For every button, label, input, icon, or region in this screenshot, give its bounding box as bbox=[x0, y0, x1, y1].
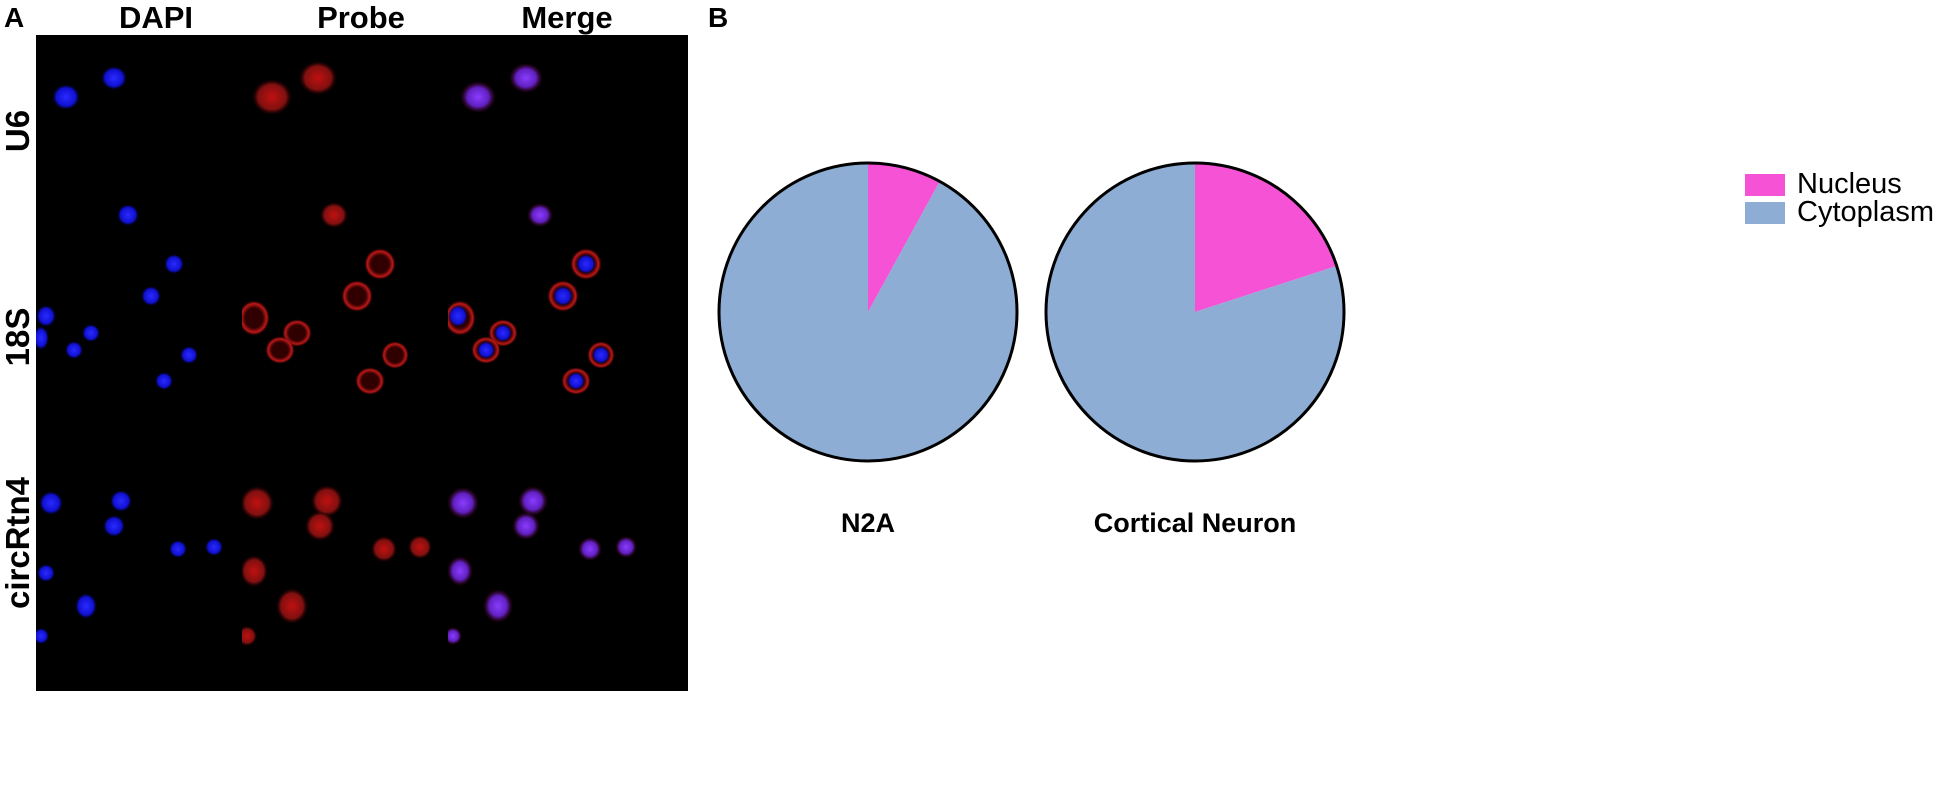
panel-a-letter: A bbox=[4, 2, 25, 33]
pie-slice-nucleus-1 bbox=[1195, 163, 1337, 312]
legend-item-cytoplasm: Cytoplasm bbox=[1745, 196, 1934, 229]
legend-swatch-cytoplasm bbox=[1745, 201, 1785, 224]
micrograph-circrtn4-probe bbox=[242, 441, 482, 691]
pie-outline-0 bbox=[717, 161, 1019, 463]
legend-item-nucleus: Nucleus bbox=[1745, 168, 1902, 201]
column-header-probe: Probe bbox=[317, 0, 405, 35]
pie-label-cortical-neuron: Cortical Neuron bbox=[1093, 508, 1297, 538]
micrograph-circrtn4-dapi bbox=[36, 441, 276, 691]
panel-b-letter: B bbox=[708, 2, 729, 33]
column-header-merge: Merge bbox=[521, 0, 613, 35]
legend-swatch-nucleus bbox=[1745, 173, 1785, 196]
legend-label-nucleus: Nucleus bbox=[1797, 168, 1902, 200]
pie-slice-cytoplasm-0 bbox=[719, 163, 1018, 461]
pie-label-n2a: N2A bbox=[840, 508, 895, 538]
legend-label-cytoplasm: Cytoplasm bbox=[1797, 196, 1934, 228]
micrograph-circrtn4-merge bbox=[448, 441, 688, 691]
pie-slice-nucleus-0 bbox=[868, 163, 940, 312]
pie-outline-1 bbox=[1044, 161, 1346, 463]
pie-slice-cytoplasm-1 bbox=[1045, 163, 1344, 461]
column-header-dapi: DAPI bbox=[118, 0, 194, 35]
